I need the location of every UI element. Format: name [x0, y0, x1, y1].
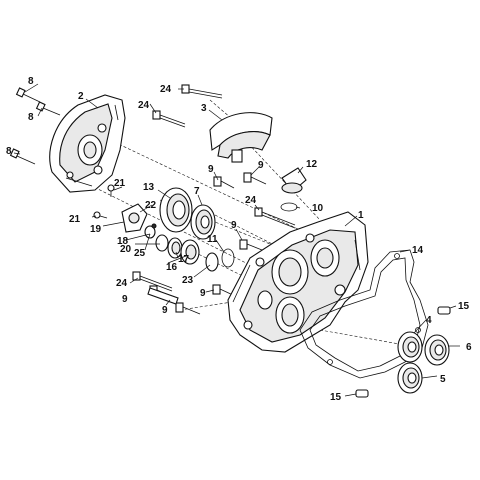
callout-18: 18 — [117, 236, 129, 247]
callout-9-e: 9 — [122, 294, 128, 305]
callout-9-b: 9 — [258, 160, 264, 171]
callout-9-a: 9 — [208, 164, 214, 175]
bolt-24-group — [132, 84, 296, 292]
callout-19: 19 — [90, 224, 102, 235]
callout-22: 22 — [145, 200, 157, 211]
callout-24-middle: 24 — [245, 195, 257, 206]
callout-15-bottom: 15 — [330, 392, 342, 403]
callout-labels: 1 2 3 4 5 6 7 8 8 8 9 9 9 9 9 9 10 11 12… — [6, 76, 472, 403]
callout-3: 3 — [201, 103, 207, 114]
callout-9-c: 9 — [231, 220, 237, 231]
crankcase-part — [227, 211, 369, 353]
callout-2: 2 — [78, 91, 84, 102]
callout-7: 7 — [194, 186, 200, 197]
bearing-13-part — [159, 187, 193, 233]
left-cover-part — [49, 94, 126, 193]
callout-25: 25 — [134, 248, 146, 259]
callout-20: 20 — [120, 244, 132, 255]
callout-24-lower: 24 — [116, 278, 128, 289]
callout-9-f: 9 — [162, 305, 168, 316]
callout-8-top: 8 — [28, 76, 34, 87]
callout-24-upper-left: 24 — [138, 100, 150, 111]
callout-10: 10 — [312, 203, 324, 214]
callout-4: 4 — [426, 315, 432, 326]
callout-5: 5 — [440, 374, 446, 385]
leader-lines — [13, 83, 460, 397]
callout-15-right: 15 — [458, 301, 470, 312]
dowel-15-group — [355, 306, 451, 398]
callout-24-top: 24 — [160, 84, 172, 95]
callout-11: 11 — [207, 234, 218, 245]
callout-16: 16 — [166, 262, 178, 273]
gasket-part — [299, 249, 429, 379]
bolt-8-group — [9, 87, 61, 165]
gear-assembly-parts — [121, 203, 235, 272]
callout-21-left: 21 — [69, 214, 81, 225]
screw-21-group — [93, 184, 115, 219]
callout-9-d: 9 — [200, 288, 206, 299]
callout-13: 13 — [143, 182, 155, 193]
long-shaft-part — [147, 287, 179, 305]
callout-6: 6 — [466, 342, 472, 353]
callout-14: 14 — [412, 245, 424, 256]
bearing-5-part — [397, 362, 423, 394]
callout-8-middle: 8 — [28, 112, 34, 123]
filler-cap-part — [280, 167, 307, 212]
bracket-cover-part — [209, 112, 273, 163]
callout-12: 12 — [306, 159, 318, 170]
callout-8-left: 8 — [6, 146, 12, 157]
bearing-6-part — [424, 334, 450, 366]
bearing-7-part — [190, 204, 216, 240]
callout-23: 23 — [182, 275, 194, 286]
callout-17: 17 — [178, 254, 190, 265]
callout-1: 1 — [358, 210, 364, 221]
bearing-4-part — [397, 331, 423, 363]
callout-21-top: 21 — [114, 178, 126, 189]
